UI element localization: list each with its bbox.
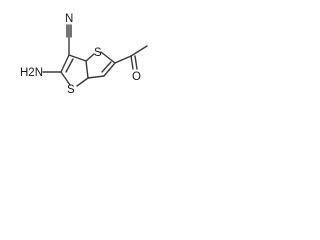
bond-carbonyl-oxygen-1 bbox=[130, 55, 134, 70]
amine-label: H2N bbox=[20, 67, 43, 79]
nitrile-nitrogen-label: N bbox=[65, 13, 73, 25]
sulfur-top-label: S bbox=[94, 47, 102, 59]
bond-s-bottom-c6a bbox=[76, 77, 89, 87]
bond-c4-c6a bbox=[87, 75, 105, 79]
bond-carbonyl-methyl bbox=[130, 45, 148, 57]
bond-s-top-c5 bbox=[100, 51, 116, 64]
bond-c3-c3a bbox=[68, 54, 87, 62]
bond-c5-c4 bbox=[103, 62, 116, 77]
bond-c3-c2 bbox=[60, 54, 70, 73]
bond-c3a-c6a bbox=[85, 60, 89, 79]
bond-c5-carbonyl bbox=[114, 55, 132, 64]
sulfur-bottom-label: S bbox=[67, 84, 75, 96]
carbonyl-oxygen-label: O bbox=[132, 71, 141, 83]
bond-carbonyl-oxygen-2 bbox=[134, 55, 138, 70]
bond-c3-c2-double bbox=[65, 58, 74, 73]
bond-c5-c4-double bbox=[101, 61, 112, 73]
bond-c3a-s-top bbox=[85, 53, 95, 62]
bond-c2-s-bottom bbox=[60, 71, 71, 86]
chemical-structure-diagram: S S N H2N O bbox=[20, 13, 148, 96]
